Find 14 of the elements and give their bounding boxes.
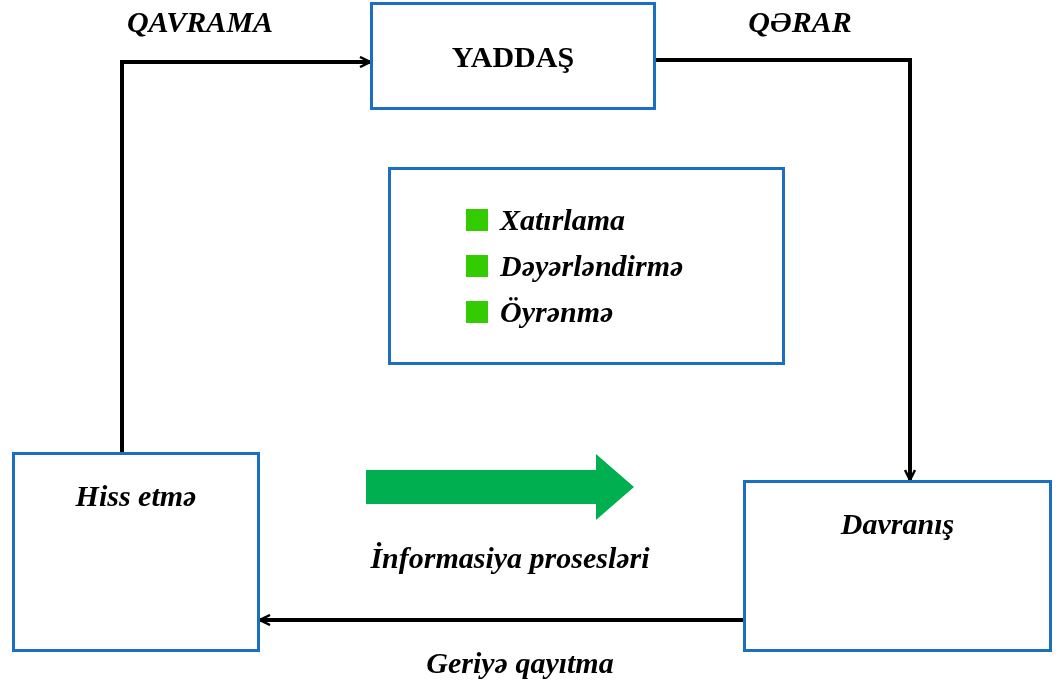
arrow [258, 613, 743, 627]
list-item: Xatırlama [500, 202, 626, 238]
node-label: YADDAŞ [451, 38, 575, 75]
arrow [120, 55, 372, 452]
process-box [370, 2, 656, 110]
node-label: Hiss etmə [75, 478, 197, 514]
arrow [656, 58, 917, 482]
list-box [388, 167, 785, 365]
node-label: Davranış [840, 506, 955, 542]
process-box [12, 452, 260, 652]
list-item: Dəyərləndirmə [500, 248, 684, 284]
process-box [743, 480, 1052, 652]
list-item: Öyrənmə [500, 294, 614, 330]
caption-label: İnformasiya prosesləri [370, 540, 650, 576]
